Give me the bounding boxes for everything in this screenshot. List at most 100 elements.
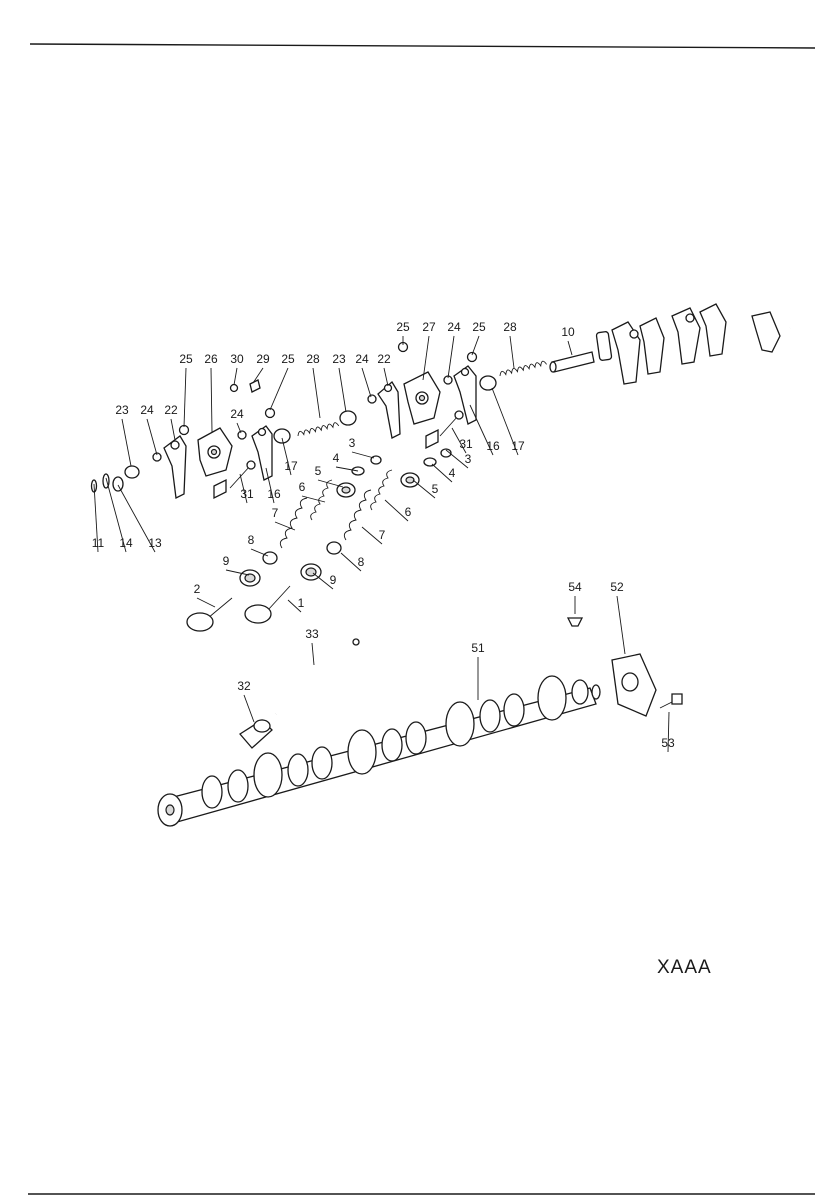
leader-line-c-16b xyxy=(469,404,494,456)
leader-line-c-25a xyxy=(183,367,187,428)
callout-c-28b: 28 xyxy=(503,320,517,334)
callout-c-25d: 25 xyxy=(472,320,486,334)
callout-c-31b: 31 xyxy=(459,437,473,451)
callout-c-11: 11 xyxy=(92,536,105,550)
callout-c-8a: 8 xyxy=(248,533,255,547)
leader-line-c-29 xyxy=(252,367,264,384)
leader-line-c-30 xyxy=(233,367,238,386)
leader-line-c-8a xyxy=(250,548,269,557)
callout-c-16b: 16 xyxy=(486,439,500,453)
callout-c-30: 30 xyxy=(230,352,244,366)
shaft-spring-28-right xyxy=(499,360,547,377)
callout-c-17b: 17 xyxy=(511,439,525,453)
valve-train-left xyxy=(186,455,382,632)
leader-line-c-25b xyxy=(269,367,289,411)
leader-line-c-27 xyxy=(422,335,430,381)
valve-train-right xyxy=(244,448,452,624)
rocker-arm-16-left xyxy=(251,425,273,481)
callout-c-7b: 7 xyxy=(379,528,386,542)
rocker-arm-27 xyxy=(403,371,441,425)
callout-c-24a: 24 xyxy=(355,352,369,366)
leader-line-c-16a xyxy=(265,467,275,504)
leader-line-c-6b xyxy=(384,499,409,522)
leader-line-c-10 xyxy=(567,340,573,356)
callout-c-10: 10 xyxy=(561,325,575,339)
plug-54 xyxy=(566,617,584,627)
leader-line-c-13 xyxy=(117,484,156,553)
callout-c-9b: 9 xyxy=(330,573,337,587)
callout-c-32: 32 xyxy=(237,679,251,693)
callout-c-13: 13 xyxy=(148,536,162,550)
leader-line-c-24c xyxy=(146,418,158,456)
tappet-32 xyxy=(239,719,273,749)
spacer-23-mid xyxy=(339,410,357,426)
rocker-arm-22-left xyxy=(163,435,187,499)
callout-c-5b: 5 xyxy=(432,482,439,496)
leader-line-c-14 xyxy=(105,477,127,553)
leader-line-c-24b xyxy=(447,335,455,379)
callout-c-17a: 17 xyxy=(284,459,298,473)
callout-c-6b: 6 xyxy=(405,505,412,519)
rocker-arm-22-right xyxy=(377,381,401,439)
callout-c-14: 14 xyxy=(119,536,133,550)
header-rule xyxy=(29,43,816,49)
callout-c-24b: 24 xyxy=(447,320,461,334)
callout-c-1: 1 xyxy=(298,596,305,610)
leader-line-c-31b xyxy=(451,427,467,454)
callout-c-16a: 16 xyxy=(267,487,281,501)
leader-line-c-33 xyxy=(311,642,315,666)
callout-c-4b: 4 xyxy=(449,466,456,480)
callout-c-52: 52 xyxy=(610,580,624,594)
nut-24-a xyxy=(152,452,162,462)
leader-line-c-31a xyxy=(239,473,248,504)
callout-c-3a: 3 xyxy=(349,436,356,450)
leader-line-c-3a xyxy=(351,451,375,459)
callout-c-25a: 25 xyxy=(179,352,193,366)
rocker-shaft-part-10 xyxy=(549,351,595,373)
spacer-17-left xyxy=(273,428,291,444)
callout-c-31a: 31 xyxy=(240,487,254,501)
leader-line-c-24d xyxy=(236,422,242,434)
callout-c-22b: 22 xyxy=(164,403,178,417)
callout-c-6a: 6 xyxy=(299,480,306,494)
bolt-53 xyxy=(659,693,683,709)
leader-line-c-9a xyxy=(225,569,250,576)
callout-c-28a: 28 xyxy=(306,352,320,366)
callout-c-23b: 23 xyxy=(115,403,129,417)
callout-c-3b: 3 xyxy=(465,452,472,466)
leader-line-c-17b xyxy=(491,387,519,456)
callout-c-22a: 22 xyxy=(377,352,391,366)
rocker-arm-16-right xyxy=(453,365,477,425)
leader-line-c-23b xyxy=(121,418,132,467)
leader-line-c-7a xyxy=(274,521,296,531)
leader-line-c-23a xyxy=(338,367,347,413)
leader-line-c-7b xyxy=(361,526,383,545)
leader-line-c-24a xyxy=(361,367,372,398)
leader-line-c-3b xyxy=(445,449,469,469)
leader-line-c-1 xyxy=(287,599,302,613)
callout-c-53: 53 xyxy=(661,736,675,750)
callout-c-9a: 9 xyxy=(223,554,230,568)
page-code: XAAA xyxy=(657,957,712,978)
callout-c-4a: 4 xyxy=(333,451,340,465)
nut-25-d xyxy=(466,351,478,363)
rocker-shaft-assembly xyxy=(589,303,791,385)
washer-30 xyxy=(229,383,239,393)
callout-c-26: 26 xyxy=(204,352,218,366)
callout-c-27: 27 xyxy=(422,320,436,334)
callout-c-24d: 24 xyxy=(230,407,244,421)
callout-c-5a: 5 xyxy=(315,464,322,478)
spacer-17-right xyxy=(479,375,497,391)
callout-c-7a: 7 xyxy=(272,506,279,520)
callout-c-25b: 25 xyxy=(281,352,295,366)
callout-c-8b: 8 xyxy=(358,555,365,569)
leader-line-c-17a xyxy=(281,437,292,476)
callout-c-2: 2 xyxy=(194,582,201,596)
leader-line-c-25d xyxy=(471,335,480,356)
callout-c-33: 33 xyxy=(305,627,319,641)
leader-line-c-9b xyxy=(312,572,334,590)
callout-c-51: 51 xyxy=(471,641,485,655)
callout-c-25c: 25 xyxy=(396,320,410,334)
